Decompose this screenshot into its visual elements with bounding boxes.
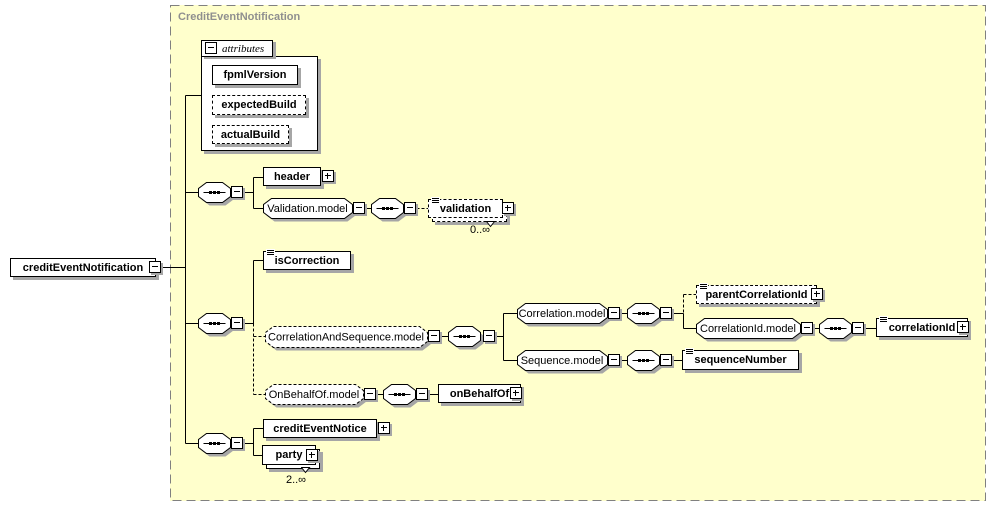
- sequence-compositor-2[interactable]: [198, 313, 235, 338]
- collapse-button-correlationid-model[interactable]: [801, 322, 813, 334]
- element-label: correlationId: [888, 321, 956, 334]
- model-group-label: Correlation.model: [519, 308, 606, 320]
- sequence-compositor-correlation[interactable]: [627, 303, 664, 328]
- expand-button-parentCorrelationId[interactable]: [811, 288, 823, 300]
- element-label: sequenceNumber: [694, 354, 787, 366]
- occurrence-label-validation: 0..∞: [469, 224, 491, 236]
- attributes-tab-label: attributes: [222, 42, 265, 55]
- expand-button-party[interactable]: [306, 449, 318, 461]
- stack-notch-icon: [486, 221, 496, 228]
- collapse-button-root[interactable]: [149, 261, 161, 273]
- model-group-sequence[interactable]: Sequence.model: [517, 350, 612, 375]
- element-label: header: [273, 170, 311, 183]
- expand-button-onBehalfOf[interactable]: [510, 387, 522, 399]
- element-sequenceNumber[interactable]: sequenceNumber: [682, 348, 799, 370]
- collapse-button-seq2[interactable]: [231, 317, 243, 329]
- collapse-button-seq3[interactable]: [231, 437, 243, 449]
- model-group-label: OnBehalfOf.model: [269, 389, 360, 401]
- simple-content-icon: [266, 249, 275, 257]
- complex-type-label: CreditEventNotification: [178, 11, 301, 23]
- model-group-correlation-id[interactable]: CorrelationId.model: [696, 318, 805, 343]
- collapse-button-seq-onbehalfof[interactable]: [416, 388, 428, 400]
- element-isCorrection[interactable]: isCorrection: [263, 249, 351, 270]
- attribute-label: fpmlVersion: [223, 69, 287, 81]
- element-label: onBehalfOf: [449, 387, 510, 400]
- model-group-onbehalfof[interactable]: OnBehalfOf.model: [265, 384, 368, 409]
- collapse-button-onbehalfof-model[interactable]: [364, 388, 376, 400]
- element-label: validation: [439, 202, 492, 215]
- element-creditEventNotification[interactable]: creditEventNotification: [10, 258, 156, 277]
- element-correlationId[interactable]: correlationId: [876, 316, 968, 337]
- sequence-compositor-corrseq[interactable]: [448, 326, 485, 351]
- expand-button-creditEventNotice[interactable]: [378, 422, 390, 434]
- element-creditEventNotice[interactable]: creditEventNotice: [263, 419, 377, 438]
- model-group-label: CorrelationId.model: [700, 323, 796, 335]
- element-onBehalfOf[interactable]: onBehalfOf: [438, 384, 521, 403]
- collapse-button-validation-model[interactable]: [353, 202, 365, 214]
- attributes-tab[interactable]: attributes: [201, 40, 273, 57]
- expand-button-header[interactable]: [322, 170, 334, 182]
- sequence-compositor-onbehalfof[interactable]: [383, 384, 420, 409]
- occurrence-label-party: 2..∞: [285, 474, 307, 486]
- simple-content-icon: [431, 197, 440, 205]
- collapse-button-seq-correlationid[interactable]: [852, 322, 864, 334]
- element-validation[interactable]: validation: [428, 197, 503, 218]
- attribute-label: actualBuild: [220, 128, 281, 141]
- collapse-button-seq-sequence[interactable]: [660, 354, 672, 366]
- collapse-button-seq1[interactable]: [231, 186, 243, 198]
- collapse-button-attributes[interactable]: [205, 42, 217, 54]
- collapse-button-seq-correlation[interactable]: [660, 307, 672, 319]
- collapse-button-correlation-model[interactable]: [608, 307, 620, 319]
- element-label: creditEventNotice: [273, 422, 367, 435]
- sequence-compositor-1[interactable]: [198, 182, 235, 207]
- element-parentCorrelationId[interactable]: parentCorrelationId: [696, 283, 817, 304]
- sequence-compositor-correlationid[interactable]: [819, 318, 856, 343]
- model-group-label: Sequence.model: [521, 355, 604, 367]
- simple-content-icon: [879, 316, 888, 324]
- sequence-compositor-3[interactable]: [198, 433, 235, 458]
- model-group-validation-model[interactable]: Validation.model: [263, 198, 357, 223]
- attribute-actualBuild[interactable]: actualBuild: [212, 125, 289, 144]
- expand-button-validation[interactable]: [502, 202, 514, 214]
- attribute-expectedBuild[interactable]: expectedBuild: [212, 95, 306, 115]
- sequence-compositor-validation[interactable]: [371, 198, 408, 223]
- element-label: creditEventNotification: [22, 261, 144, 274]
- stack-notch-icon: [301, 467, 311, 474]
- sequence-compositor-sequence[interactable]: [627, 350, 664, 375]
- collapse-button-seq-corrseq[interactable]: [483, 330, 495, 342]
- element-label: isCorrection: [274, 254, 340, 267]
- collapse-button-sequence-model[interactable]: [608, 354, 620, 366]
- element-label: parentCorrelationId: [705, 288, 808, 301]
- element-header[interactable]: header: [263, 167, 321, 186]
- collapse-button-corrseq-model[interactable]: [428, 330, 440, 342]
- simple-content-icon: [685, 348, 694, 356]
- model-group-label: Validation.model: [267, 203, 348, 215]
- expand-button-correlationId[interactable]: [957, 321, 969, 333]
- attribute-label: expectedBuild: [221, 99, 297, 111]
- attribute-fpmlVersion[interactable]: fpmlVersion: [212, 65, 298, 85]
- simple-content-icon: [699, 283, 708, 291]
- model-group-correlation-and-sequence[interactable]: CorrelationAndSequence.model: [265, 326, 432, 352]
- model-group-label: CorrelationAndSequence.model: [268, 332, 424, 344]
- element-label: party: [275, 449, 303, 461]
- collapse-button-seq-validation[interactable]: [404, 202, 416, 214]
- model-group-correlation[interactable]: Correlation.model: [517, 303, 612, 328]
